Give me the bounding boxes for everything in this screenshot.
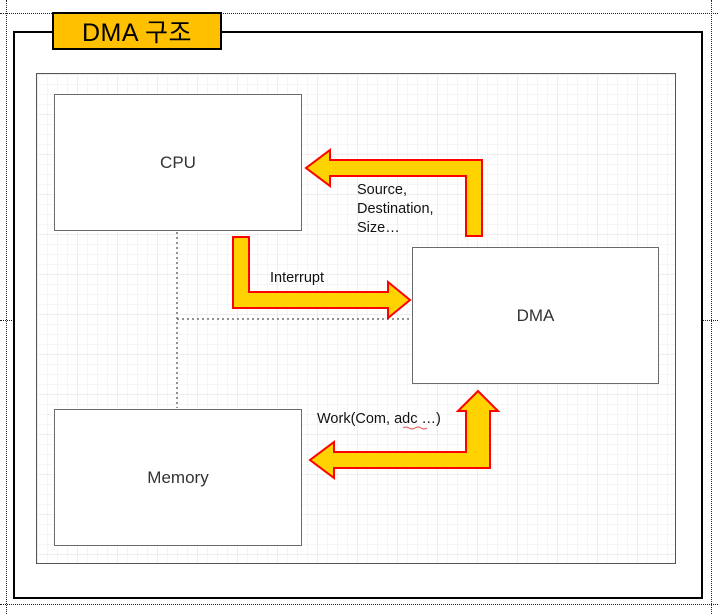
- guide-line-top: [0, 13, 718, 14]
- work-label: Work(Com, adc …): [317, 411, 441, 427]
- dma-to-cpu-arrow[interactable]: [304, 148, 483, 237]
- spelling-underline: [402, 426, 428, 430]
- guide-line-right: [711, 0, 712, 614]
- cpu-label: CPU: [160, 152, 196, 172]
- memory-label: Memory: [147, 467, 209, 487]
- dma-label: DMA: [516, 305, 555, 325]
- guide-line-left: [6, 0, 7, 614]
- dma-memory-bidirectional-arrow[interactable]: [308, 389, 501, 480]
- diagram-title: DMA 구조: [52, 12, 222, 50]
- cpu-to-dma-arrow[interactable]: [232, 236, 412, 321]
- memory-block[interactable]: Memory: [54, 409, 302, 546]
- interrupt-label: Interrupt: [270, 270, 324, 286]
- guide-line-bottom: [0, 604, 718, 605]
- dma-block[interactable]: DMA: [412, 247, 659, 384]
- cpu-block[interactable]: CPU: [54, 94, 302, 231]
- source-destination-size-label: Source, Destination, Size…: [357, 182, 434, 236]
